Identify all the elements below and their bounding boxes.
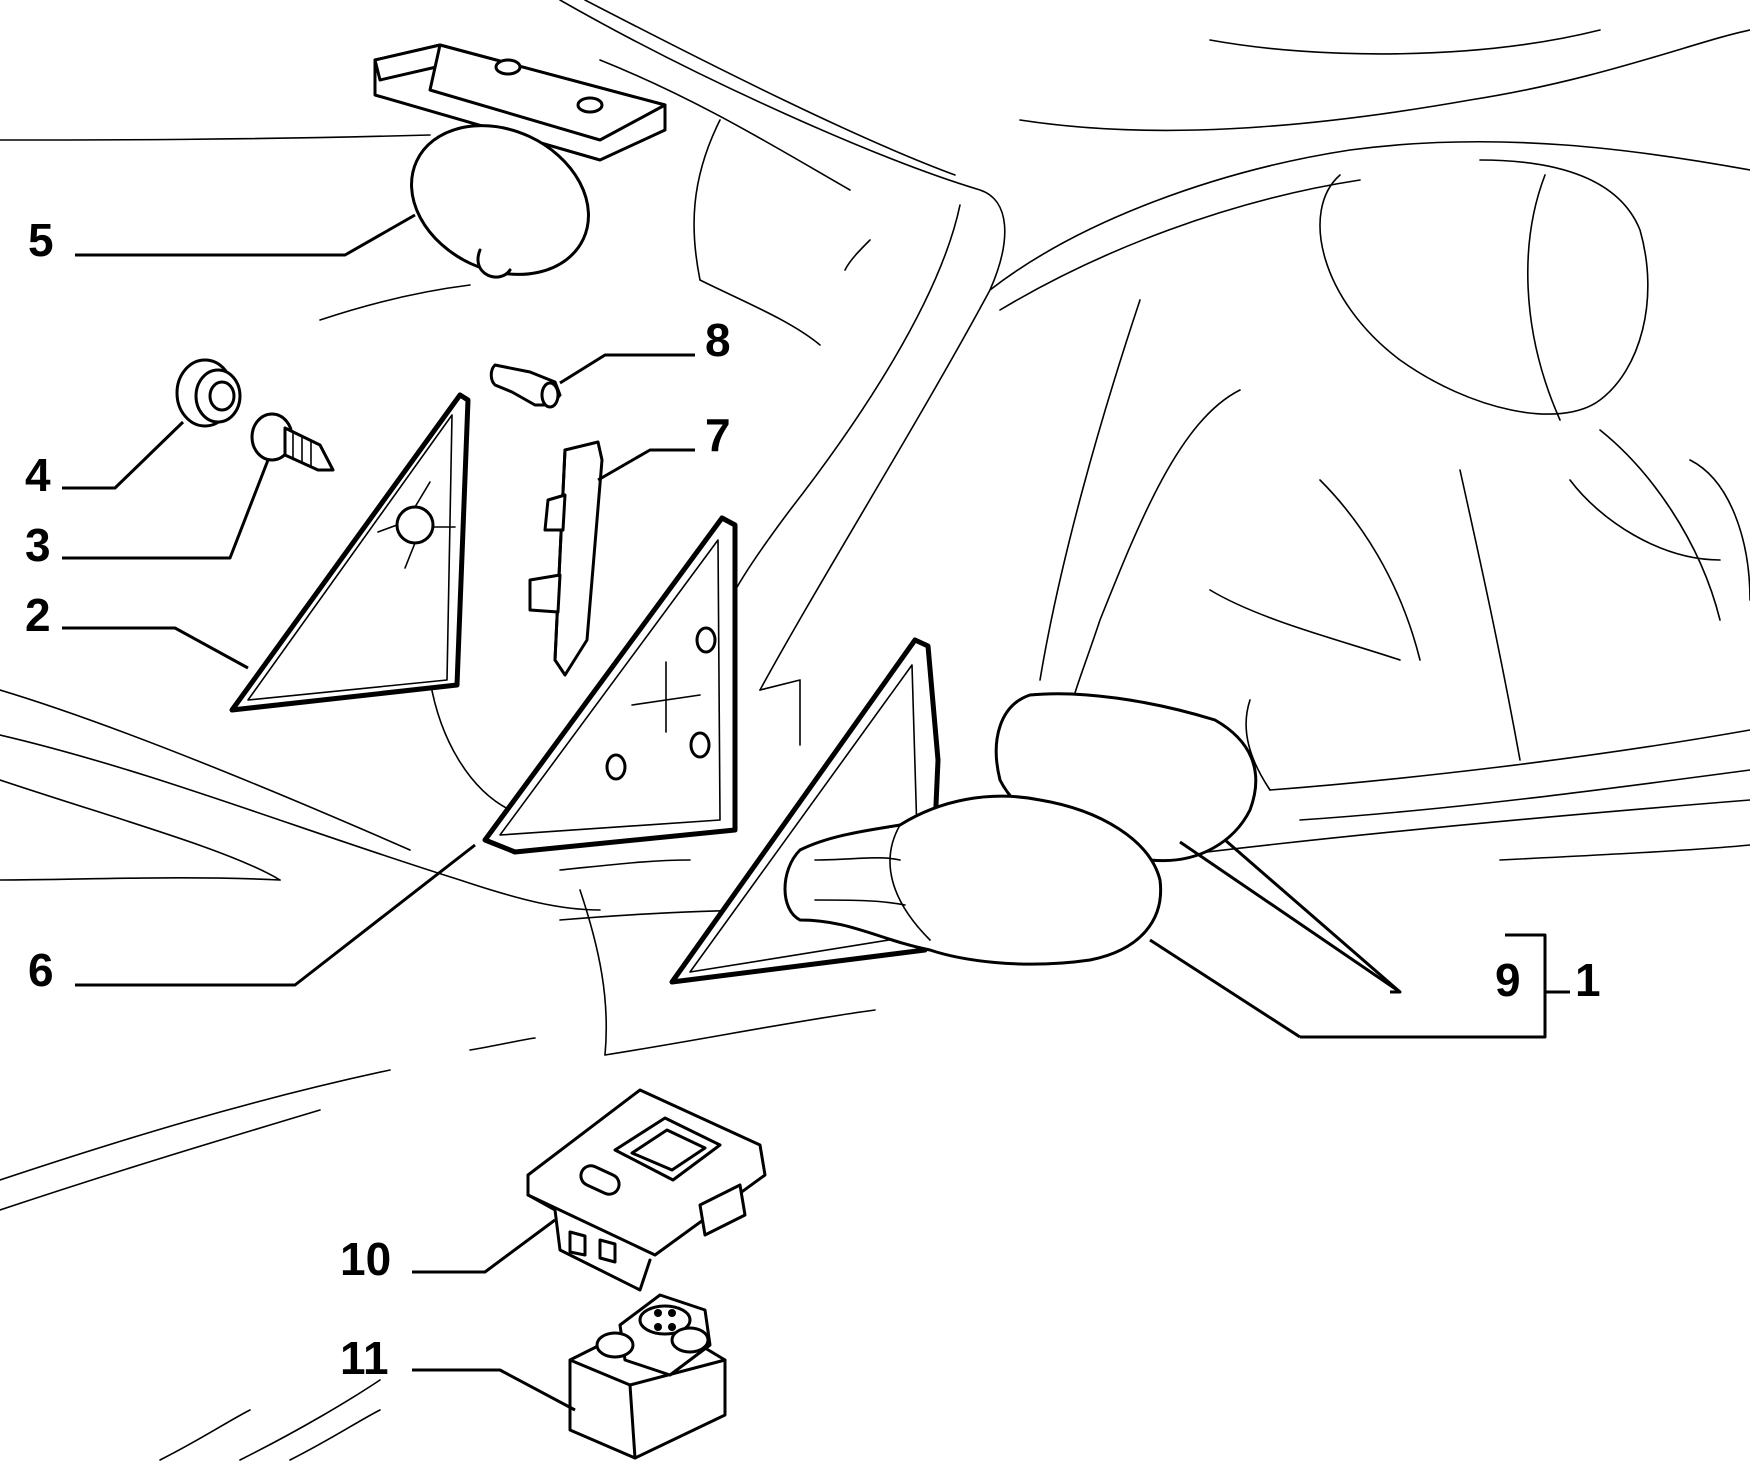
- leader-1-to-housing: [1149, 938, 1301, 1039]
- leader-9-glass: [1179, 840, 1401, 994]
- leader-11: [412, 1368, 576, 1412]
- callout-3: 3: [25, 519, 51, 571]
- triangle-plate-part: [482, 515, 738, 855]
- callout-8: 8: [705, 314, 731, 366]
- exterior-mirror-assembly-part: [669, 637, 1258, 985]
- callout-11: 11: [340, 1332, 389, 1384]
- callout-9: 9: [1495, 954, 1521, 1006]
- nut-part: [175, 358, 242, 428]
- mirror-clip-part: [489, 363, 562, 409]
- leader-6: [75, 843, 476, 987]
- callout-1: 1: [1575, 954, 1601, 1006]
- callout-labels: 5 8 7 4 3 2 6 9 1 10 11: [25, 214, 1601, 1384]
- callout-4: 4: [25, 449, 51, 501]
- mirror-bracket-part: [528, 440, 604, 677]
- leader-9: [1224, 838, 1402, 994]
- callout-6: 6: [28, 944, 54, 996]
- inner-triangle-cover-part: [229, 392, 471, 713]
- mirror-switch-part: [568, 1293, 727, 1460]
- leader-10: [412, 1218, 556, 1274]
- leader-8: [559, 353, 695, 385]
- screw-part: [250, 412, 335, 472]
- leader-2: [62, 626, 249, 670]
- leader-3: [62, 459, 270, 560]
- callout-2: 2: [25, 589, 51, 641]
- switch-bezel-part: [526, 1088, 767, 1292]
- callout-10: 10: [340, 1233, 391, 1285]
- leader-7: [597, 448, 695, 482]
- leader-4: [62, 420, 185, 490]
- callout-5: 5: [28, 214, 54, 266]
- leader-5: [75, 213, 416, 257]
- rear-view-mirror-part: [373, 43, 667, 279]
- callout-7: 7: [705, 409, 731, 461]
- leader-1-housing: [1300, 933, 1547, 1039]
- leader-lines: [62, 213, 1570, 1412]
